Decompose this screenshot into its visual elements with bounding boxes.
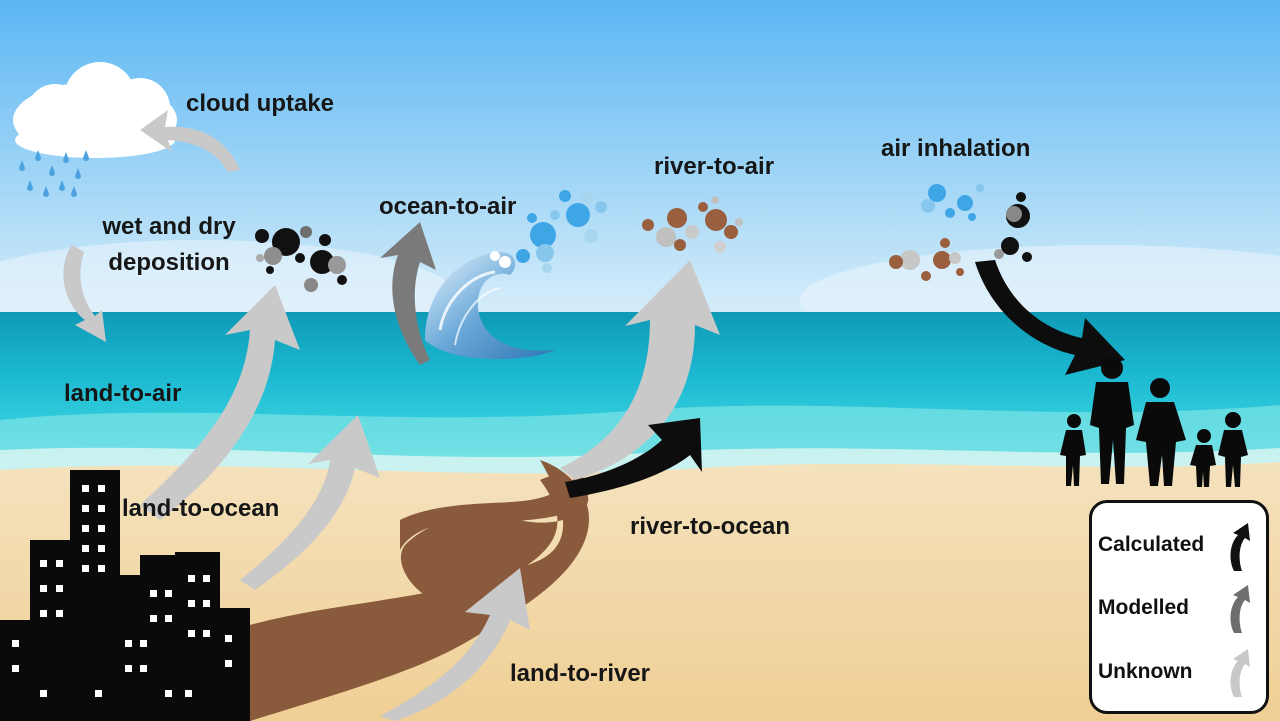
- arrow-river-to-air: [560, 260, 720, 480]
- label-air-inhalation: air inhalation: [881, 135, 1031, 162]
- ocean-wave-icon: [425, 251, 555, 360]
- legend-arrow-modelled-icon: [1230, 585, 1250, 633]
- particles-deposition: [255, 226, 347, 292]
- city-skyline-icon: [0, 470, 250, 721]
- cloud-icon: [13, 62, 177, 158]
- particles-ocean-to-air: [516, 190, 607, 273]
- arrow-air-inhalation: [975, 260, 1125, 375]
- label-wet-dry-deposition: wet and dry deposition: [84, 213, 254, 276]
- arrow-river-to-ocean: [565, 418, 702, 498]
- label-river-to-ocean: river-to-ocean: [630, 513, 791, 540]
- label-wet-dry-deposition-line1: wet and dry: [102, 213, 236, 240]
- legend-arrow-unknown-icon: [1230, 649, 1250, 697]
- arrow-ocean-to-air: [380, 222, 436, 365]
- arrow-deposition: [63, 245, 106, 342]
- legend-label-unknown: Unknown: [1098, 660, 1193, 683]
- legend-arrow-calculated-icon: [1230, 523, 1250, 571]
- label-land-to-river: land-to-river: [510, 660, 651, 687]
- family-silhouette-icon: [1060, 357, 1248, 487]
- arrow-land-to-ocean: [240, 415, 380, 590]
- label-river-to-air: river-to-air: [654, 153, 775, 180]
- legend-label-calculated: Calculated: [1098, 533, 1205, 556]
- label-ocean-to-air: ocean-to-air: [379, 193, 517, 220]
- arrow-cloud-uptake: [140, 110, 240, 172]
- label-cloud-uptake: cloud uptake: [186, 90, 335, 117]
- label-land-to-ocean: land-to-ocean: [122, 495, 280, 522]
- arrow-land-to-river: [380, 568, 530, 721]
- label-wet-dry-deposition-line2: deposition: [108, 248, 230, 276]
- arrow-land-to-air: [140, 285, 300, 520]
- particles-river-to-air: [642, 196, 743, 253]
- legend: Calculated Modelled Unknown: [1089, 500, 1269, 714]
- rain-drops-icon: [19, 150, 89, 197]
- legend-label-modelled: Modelled: [1098, 596, 1190, 619]
- label-land-to-air: land-to-air: [64, 380, 182, 407]
- particles-air-inhalation: [889, 184, 1032, 281]
